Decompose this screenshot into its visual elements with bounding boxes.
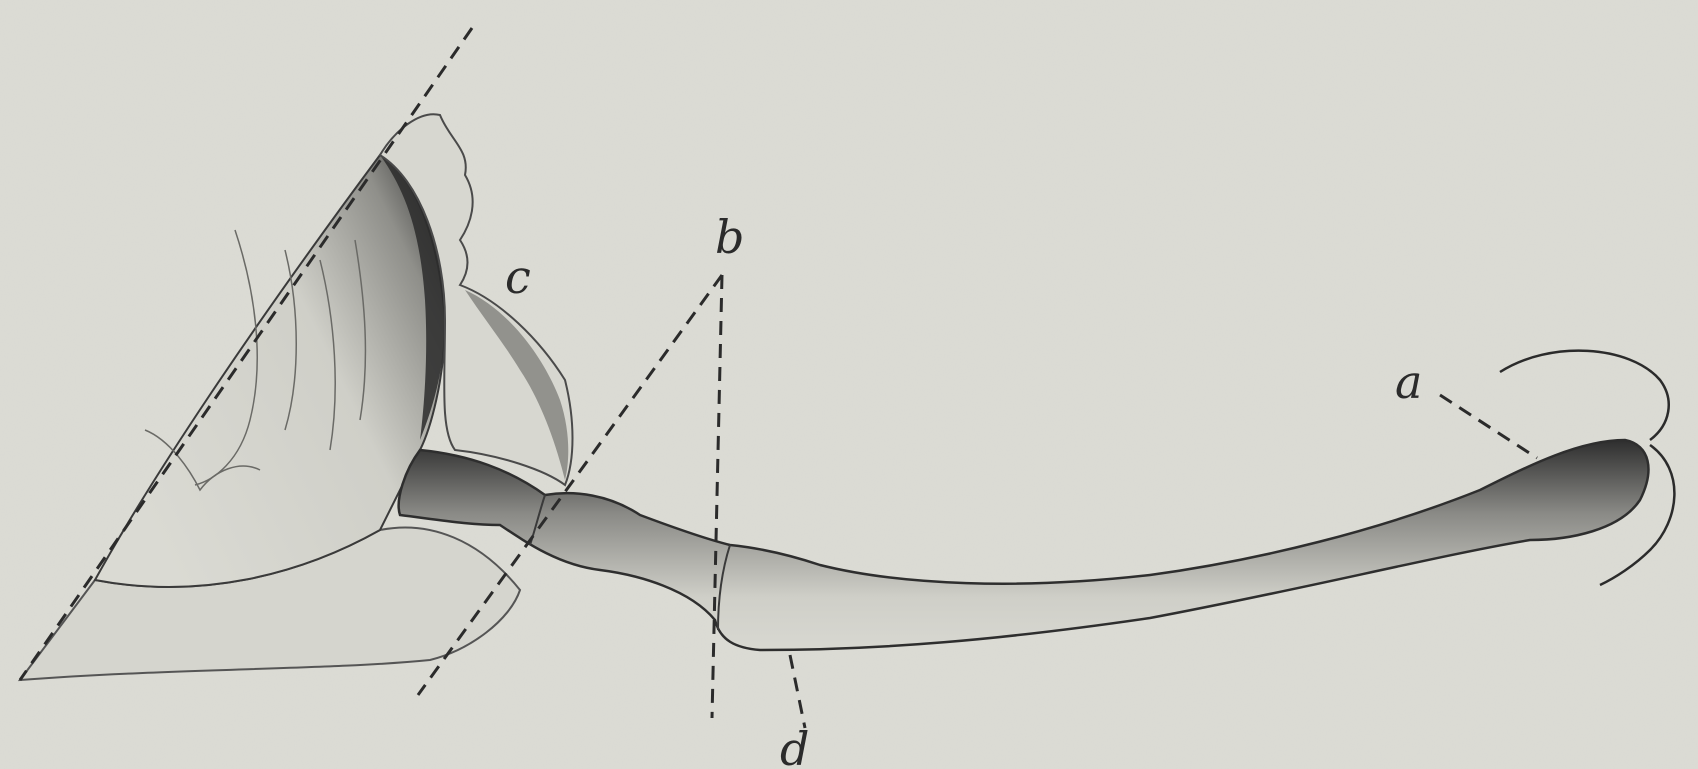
label-b: b [715,210,744,264]
label-a: a [1395,355,1422,409]
label-d: d [780,722,809,769]
label-c: c [505,250,531,304]
